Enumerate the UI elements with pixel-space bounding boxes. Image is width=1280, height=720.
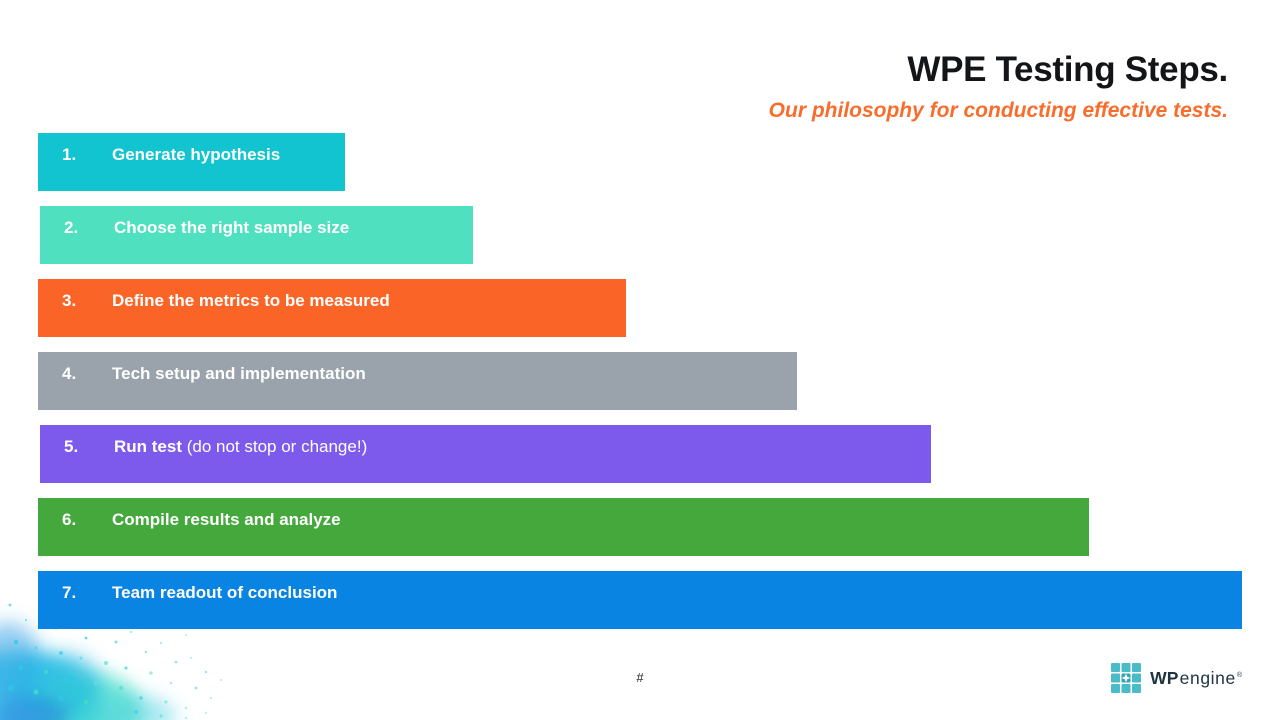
step-label: Tech setup and implementation (112, 364, 366, 383)
step-text: Generate hypothesis (112, 144, 280, 166)
step-number: 5. (64, 437, 79, 456)
step-bar: 6. Compile results and analyze (38, 498, 1089, 556)
header: WPE Testing Steps. Our philosophy for co… (768, 48, 1229, 124)
step-label: Compile results and analyze (112, 510, 341, 529)
step-text: Compile results and analyze (112, 509, 341, 531)
brand-engine-text: engine (1179, 667, 1236, 688)
step-bar: 7. Team readout of conclusion (38, 571, 1242, 629)
step-text: Choose the right sample size (114, 217, 349, 239)
wp-engine-grid-icon (1111, 663, 1142, 693)
step-text: Tech setup and implementation (112, 363, 366, 385)
slide-title: WPE Testing Steps. (907, 50, 1228, 89)
step-bar: 3. Define the metrics to be measured (38, 279, 626, 337)
step-label: Team readout of conclusion (112, 583, 338, 602)
step-label-suffix: (do not stop or change!) (182, 437, 368, 456)
slide-number-placeholder: # (636, 670, 644, 685)
brand-wp-text: WP (1150, 667, 1179, 688)
step-number: 6. (62, 510, 77, 529)
step-label: Choose the right sample size (114, 218, 350, 237)
step-number: 3. (62, 291, 77, 310)
step-label: Define the metrics to be measured (112, 291, 390, 310)
step-text: Define the metrics to be measured (112, 290, 390, 312)
step-bar: 5. Run test (do not stop or change!) (40, 425, 931, 483)
step-number: 4. (62, 364, 77, 383)
step-bar: 2. Choose the right sample size (40, 206, 473, 264)
step-number: 1. (62, 145, 77, 164)
step-number: 7. (62, 583, 77, 602)
step-bar: 4. Tech setup and implementation (38, 352, 797, 410)
step-text: Team readout of conclusion (112, 582, 337, 604)
step-number: 2. (64, 218, 79, 237)
slide-subtitle: Our philosophy for conducting effective … (768, 99, 1228, 122)
step-text: Run test (do not stop or change!) (114, 436, 367, 458)
step-label: Generate hypothesis (112, 145, 281, 164)
registered-trademark-symbol: ® (1236, 671, 1242, 679)
step-bar: 1. Generate hypothesis (38, 133, 345, 191)
step-label: Run test (114, 437, 182, 456)
